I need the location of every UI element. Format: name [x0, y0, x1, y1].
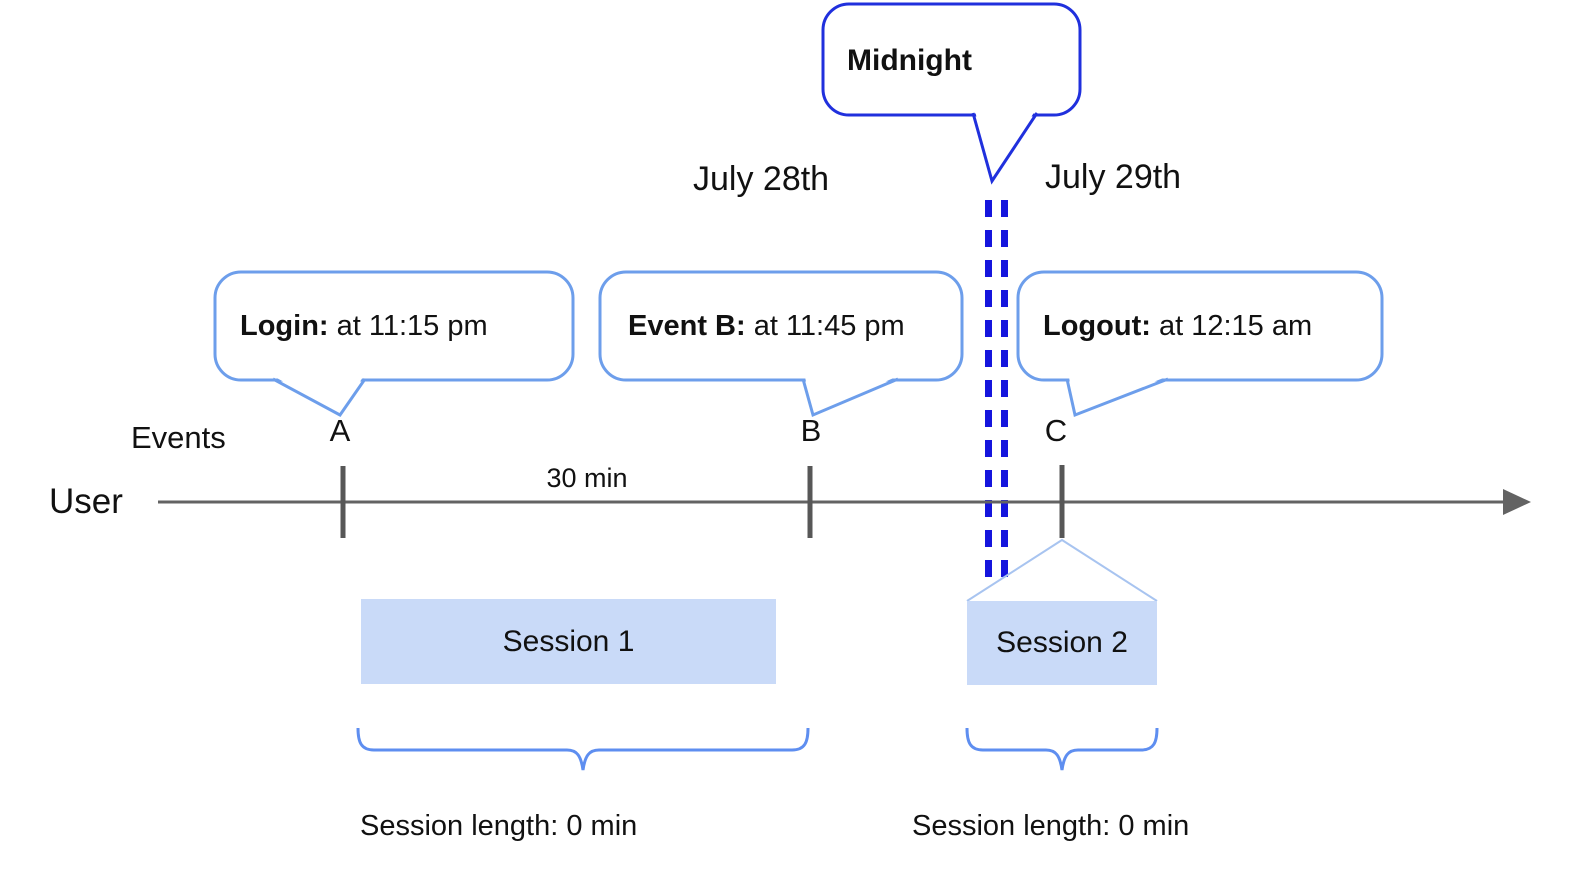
user-axis-label: User: [49, 482, 123, 521]
july-29-label: July 29th: [1045, 158, 1182, 196]
logout-bubble-text-bold: Logout:: [1043, 310, 1151, 342]
logout-bubble-text: Logout: at 12:15 am: [1043, 310, 1312, 343]
events-axis-label: Events: [131, 420, 226, 455]
event-b-bubble-tail-mask: [805, 377, 896, 413]
midnight-bubble-tail: [971, 112, 1039, 185]
event-b-bubble: [598, 270, 964, 382]
session2-brace: [965, 727, 1159, 771]
login-bubble-tail-mask: [275, 377, 363, 413]
login-bubble-text-rest: at 11:15 pm: [328, 310, 488, 342]
midnight-bubble: [821, 2, 1082, 117]
logout-bubble-tail: [1065, 377, 1169, 418]
session1-box: [361, 599, 776, 684]
login-bubble-tail: [272, 377, 367, 417]
session2-length-label: Session length: 0 min: [912, 810, 1190, 842]
session2-box: [967, 601, 1157, 685]
event-b-bubble-tail: [801, 377, 899, 418]
july-28-label: July 28th: [693, 160, 830, 198]
login-bubble-text: Login: at 11:15 pm: [240, 310, 488, 343]
event-b-bubble-text-bold: Event B:: [628, 310, 746, 342]
event-a-label: A: [329, 413, 351, 448]
event-b-bubble-text: Event B: at 11:45 pm: [628, 310, 905, 343]
logout-bubble-tail-mask: [1069, 377, 1166, 413]
event-b-bubble-text-rest: at 11:45 pm: [745, 310, 905, 342]
session1-label: Session 1: [502, 624, 635, 658]
midnight-label: Midnight: [847, 44, 972, 77]
session1-brace: [356, 727, 810, 771]
login-bubble-text-bold: Login:: [240, 310, 329, 342]
login-bubble: [213, 270, 575, 382]
timeline-arrowhead-icon: [1503, 489, 1531, 515]
session2-label: Session 2: [996, 626, 1128, 659]
event-c-label: C: [1044, 413, 1068, 448]
interval-30min-label: 30 min: [546, 463, 628, 493]
logout-bubble: [1016, 270, 1384, 382]
event-b-label: B: [800, 413, 822, 448]
midnight-bubble-tail-mask: [975, 111, 1035, 179]
logout-bubble-text-rest: at 12:15 am: [1150, 310, 1313, 342]
session1-length-label: Session length: 0 min: [360, 810, 638, 842]
session2-funnel-lines: [966, 538, 1158, 602]
